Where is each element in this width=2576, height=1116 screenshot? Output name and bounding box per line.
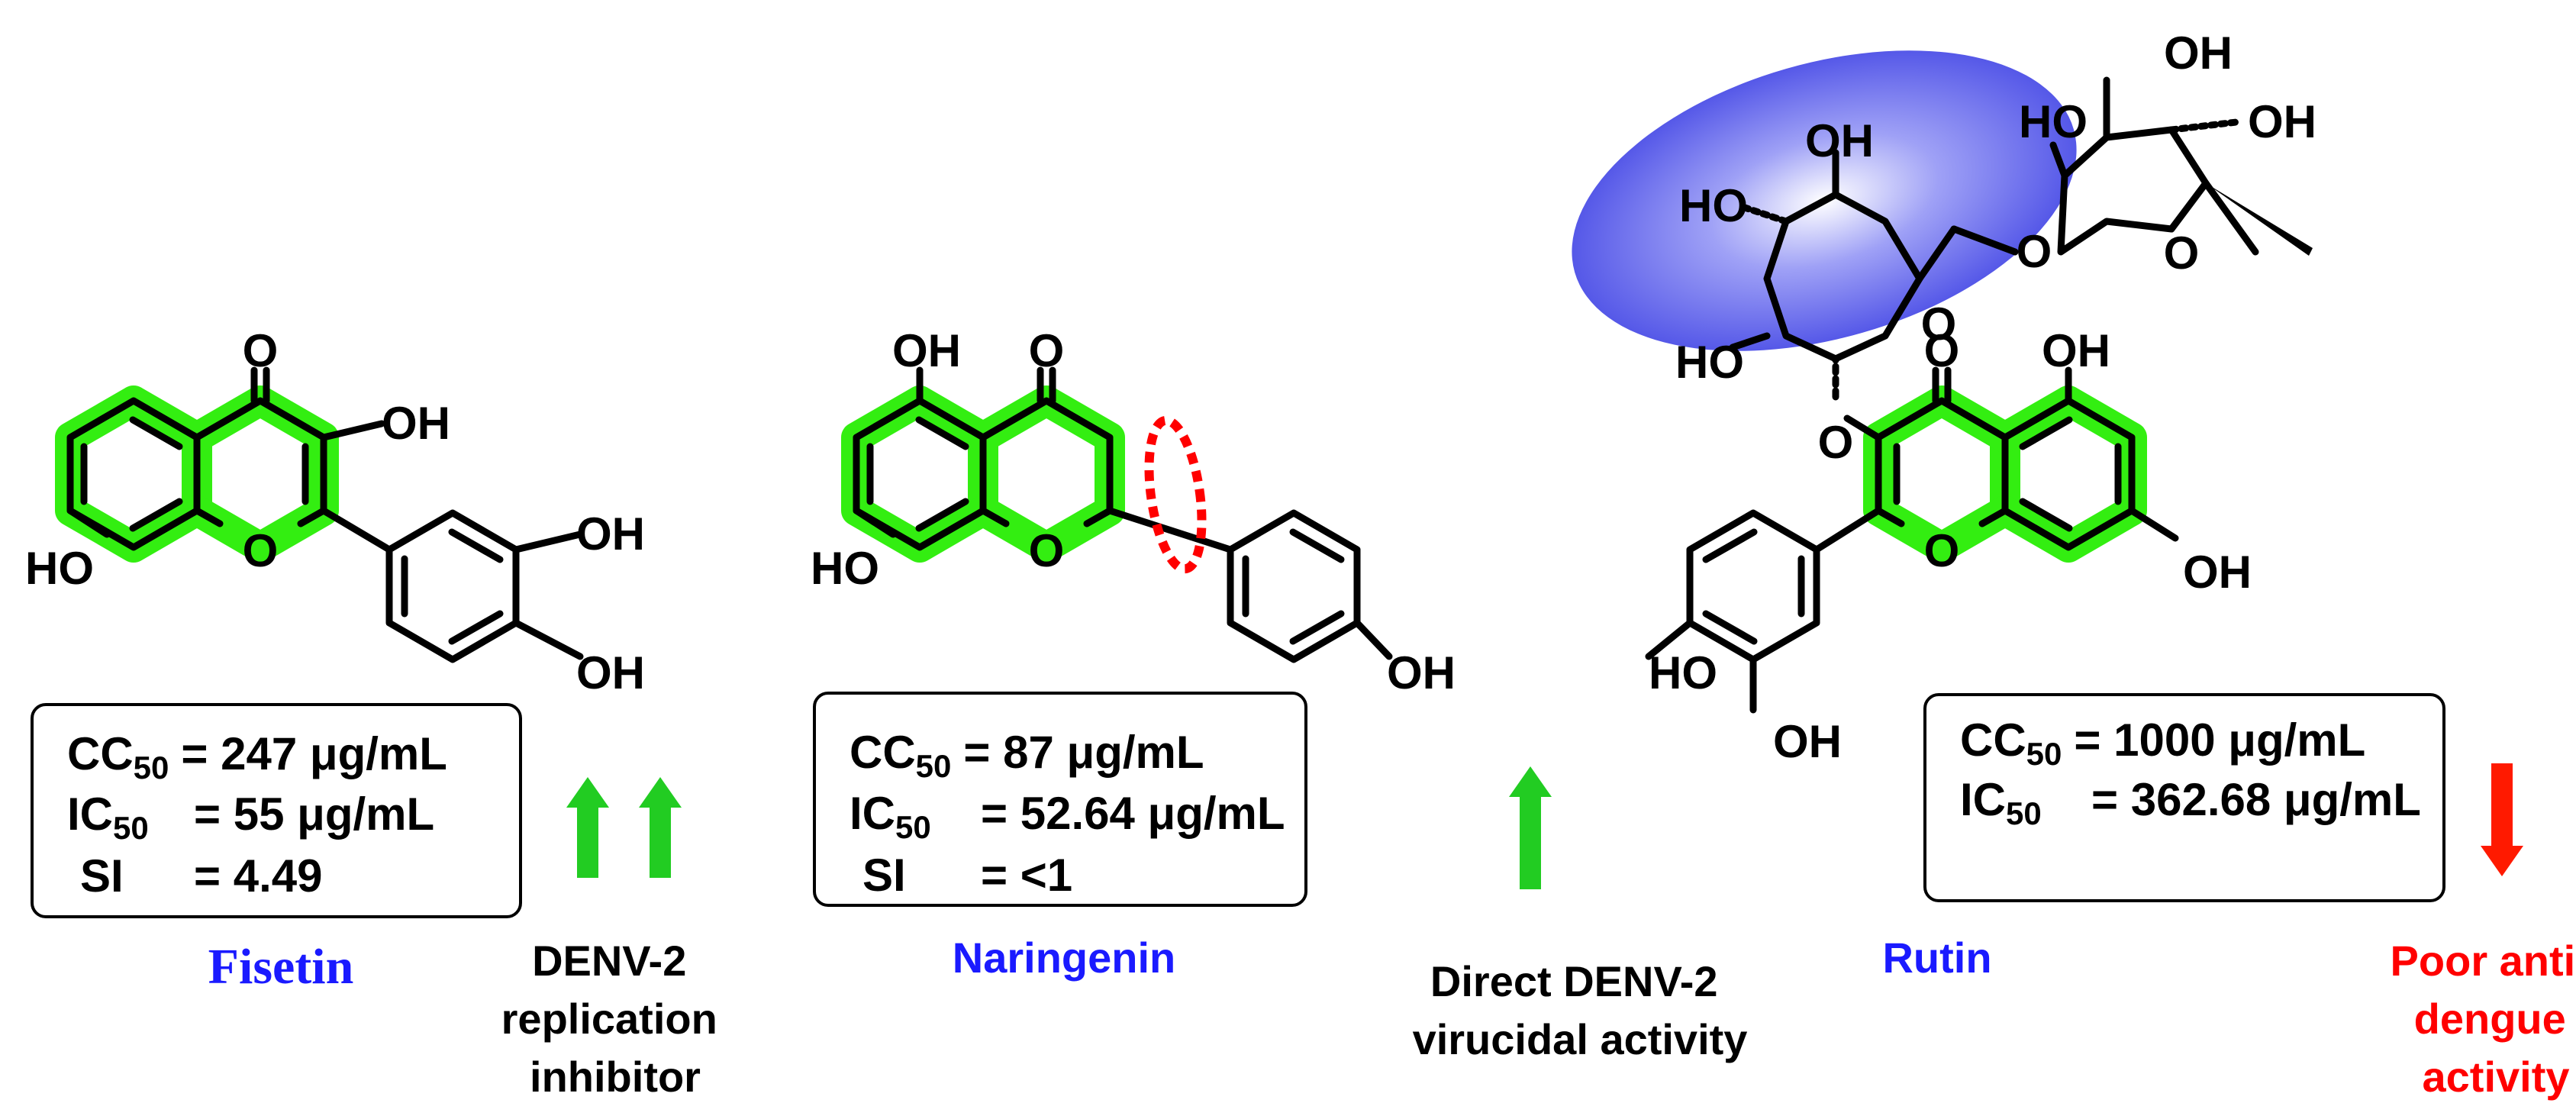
naringenin-atom-oh-4p: OH — [1387, 647, 1456, 698]
naringenin-atom-ho-7: HO — [811, 543, 879, 594]
fisetin-atom-oh-3p: OH — [576, 508, 645, 560]
c2-c3-bond-highlight — [1144, 415, 1207, 574]
fisetin-ic-line: IC50 — [67, 789, 149, 846]
naringenin-atom-oh-5: OH — [892, 325, 961, 376]
naringenin-activity-note: Direct DENV-2 virucidal activity — [1413, 957, 1748, 1063]
rutin-atom-ho-glc: HO — [1675, 337, 1744, 388]
naringenin-data-box — [813, 692, 1307, 907]
fisetin-si-value: = 4.49 — [194, 850, 323, 902]
rutin-atom-oh-4p: OH — [1773, 716, 1842, 767]
rutin-atom-o-glc-ring: O — [1921, 298, 1957, 350]
naringenin-si-label: SI — [862, 850, 906, 901]
rutin-data-box — [1923, 693, 2445, 902]
fisetin-data-box — [31, 703, 522, 918]
rutin-atom-o-glyco: O — [1818, 417, 1854, 468]
rutin-atom-ho-rham: HO — [2019, 96, 2088, 147]
naringenin-ic-line: IC50 — [850, 788, 931, 845]
rutin-atom-oh-5: OH — [2042, 325, 2110, 376]
fisetin-ic-value: = 55 μg/mL — [194, 789, 434, 840]
fisetin-cc-line: CC50= 247 μg/mL — [67, 728, 447, 785]
rutin-ic-value: = 362.68 μg/mL — [2091, 774, 2421, 825]
rutin-structure — [1645, 76, 2313, 714]
up-arrow-icon — [1509, 766, 1552, 889]
naringenin-cc-line: CC50= 87 μg/mL — [850, 727, 1204, 784]
rutin-atom-o-link: O — [2017, 226, 2052, 277]
fisetin-atom-oh-3: OH — [382, 398, 450, 449]
fisetin-name: Fisetin — [208, 939, 354, 995]
naringenin-structure — [841, 366, 1393, 663]
fisetin-atom-o-top: O — [243, 325, 279, 376]
rutin-atom-ho-sugar-left: HO — [1679, 180, 1748, 231]
naringenin-si-value: = <1 — [981, 850, 1072, 901]
up-arrow-icon — [639, 777, 682, 878]
naringenin-ic-value: = 52.64 μg/mL — [981, 788, 1285, 839]
naringenin-atom-o-ring: O — [1029, 525, 1065, 576]
fisetin-activity-note: DENV-2 replication inhibitor — [501, 937, 730, 1101]
down-arrow-icon — [2481, 763, 2523, 876]
fisetin-atom-ho-7: HO — [25, 543, 94, 594]
rutin-ic-line: IC50 — [1960, 774, 2042, 831]
rutin-atom-o-rham-ring: O — [2164, 227, 2200, 279]
rutin-name: Rutin — [1882, 934, 1991, 982]
rutin-atom-o-ring: O — [1924, 525, 1960, 576]
fisetin-up-arrows — [566, 777, 682, 878]
rutin-atom-oh-sugar-top: OH — [1805, 115, 1874, 166]
rutin-activity-note: Poor anti- dengue activity — [2391, 937, 2576, 1101]
naringenin-atom-o-top: O — [1029, 325, 1065, 376]
fisetin-si-label: SI — [80, 850, 124, 902]
rutin-atom-oh-7: OH — [2183, 547, 2252, 598]
rutin-atom-ho-3p: HO — [1649, 647, 1717, 698]
naringenin-name: Naringenin — [953, 934, 1175, 982]
rutin-cc-line: CC50= 1000 μg/mL — [1960, 714, 2365, 772]
rutin-atom-o-top: O — [1924, 325, 1960, 376]
fisetin-atom-o-ring: O — [243, 525, 279, 576]
fisetin-structure — [55, 366, 584, 663]
rutin-atom-oh-rham-top: OH — [2164, 27, 2233, 79]
fisetin-atom-oh-4p: OH — [576, 647, 645, 698]
rutin-atom-oh-rham-right: OH — [2248, 96, 2316, 147]
up-arrow-icon — [566, 777, 609, 878]
